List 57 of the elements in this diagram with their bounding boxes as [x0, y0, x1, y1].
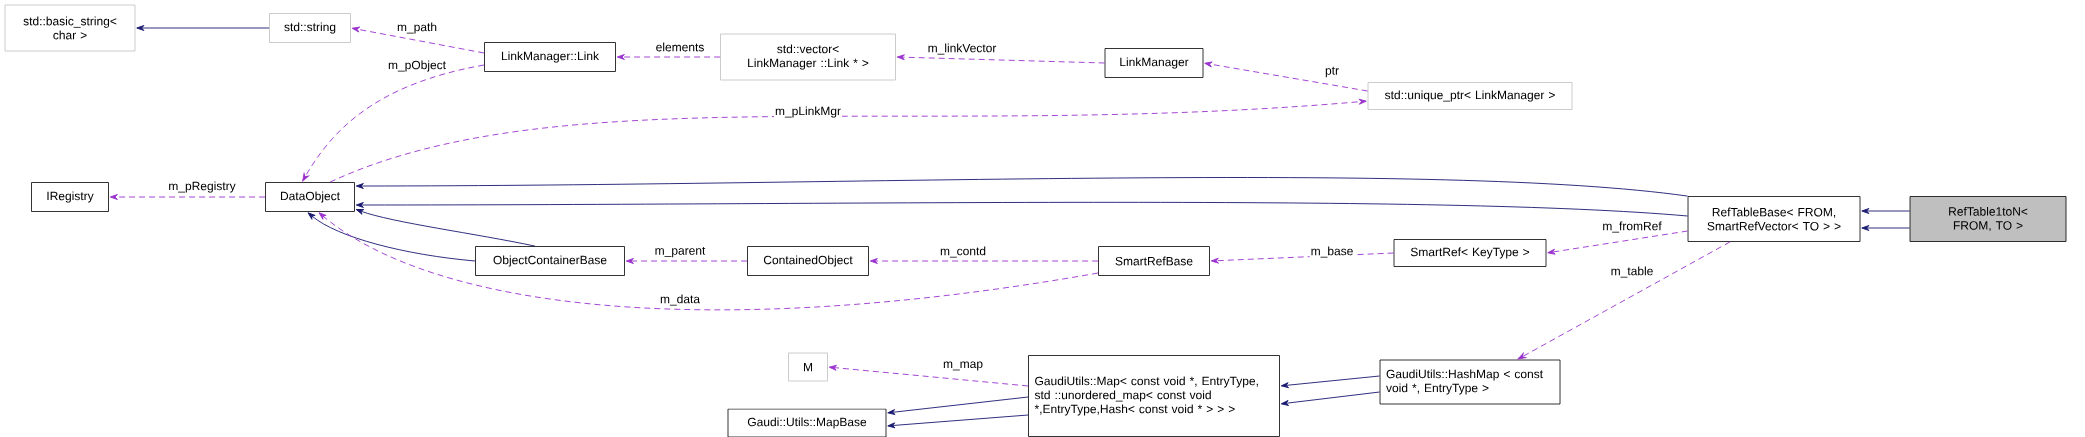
edge-label: m_pRegistry	[167, 180, 237, 194]
dependency-arrow	[1547, 230, 1689, 255]
dependency-arrow	[625, 258, 748, 264]
class-box: GaudiUtils::HashMap < const void *, EntryType >	[1379, 359, 1561, 405]
dependency-arrow	[896, 54, 1106, 64]
edge-label: m_table	[1609, 265, 1655, 279]
inheritance-arrow	[136, 25, 270, 31]
dependency-arrow	[1210, 252, 1395, 264]
dependency-arrow	[616, 54, 721, 60]
dependency-arrow	[302, 64, 485, 182]
class-box: RefTable1toN< FROM, TO >	[1909, 196, 2067, 242]
edge-label: m_linkVector	[926, 42, 998, 56]
dependency-arrow	[109, 194, 266, 200]
dependency-arrow	[828, 364, 1029, 387]
class-box: IRegistry	[31, 182, 109, 212]
class-box: Gaudi::Utils::MapBase	[727, 408, 887, 437]
inheritance-arrow	[1861, 225, 1911, 231]
class-box: GaudiUtils::Map< const void *, EntryType, std ::unordered_map< const void *,EntryType,Hash< const void * > > >	[1028, 355, 1280, 437]
class-box: ObjectContainerBase	[475, 246, 625, 276]
edge-label: m_data	[659, 293, 701, 307]
class-box: LinkManager	[1104, 48, 1204, 78]
edge-label: m_parent	[653, 245, 707, 259]
inheritance-arrow	[307, 212, 476, 262]
class-box: SmartRef< KeyType >	[1393, 239, 1547, 267]
inheritance-arrow	[1280, 375, 1381, 389]
inheritance-arrow	[355, 177, 1689, 197]
class-box: DataObject	[265, 182, 355, 212]
edge-label: m_pObject	[387, 59, 447, 73]
edge-label: m_path	[396, 21, 438, 35]
edge-label: m_pLinkMgr	[774, 105, 842, 119]
inheritance-arrow	[1280, 391, 1381, 406]
edge-label: m_map	[942, 360, 984, 372]
inheritance-arrow	[1861, 208, 1911, 214]
class-box: std::basic_string< char >	[4, 4, 136, 52]
edge-label: ptr	[1324, 65, 1340, 79]
inheritance-arrow	[887, 414, 1029, 429]
class-box: std::vector< LinkManager ::Link * >	[720, 33, 896, 81]
dependency-arrow	[1204, 61, 1369, 92]
dependency-arrow	[329, 98, 1367, 183]
edge-label: m_base	[1309, 245, 1355, 259]
class-box: ContainedObject	[747, 246, 869, 276]
dependency-arrow	[1517, 241, 1731, 360]
dependency-arrow	[318, 212, 1099, 311]
dependency-arrow	[869, 258, 1099, 264]
class-box: std::unique_ptr< LinkManager >	[1367, 82, 1573, 110]
inheritance-arrow	[355, 209, 536, 247]
class-box: RefTableBase< FROM, SmartRefVector< TO > >	[1687, 196, 1861, 242]
edge-label: m_fromRef	[1601, 220, 1663, 234]
edge-label: m_contd	[939, 245, 987, 259]
dependency-arrow	[351, 26, 485, 54]
inheritance-arrow	[355, 201, 1689, 217]
inheritance-arrow	[887, 396, 1029, 415]
edge-label: elements	[654, 41, 706, 53]
class-box: std::string	[269, 13, 351, 43]
class-box: SmartRefBase	[1098, 246, 1210, 276]
class-box: LinkManager::Link	[484, 42, 616, 72]
class-box: M	[788, 352, 828, 382]
